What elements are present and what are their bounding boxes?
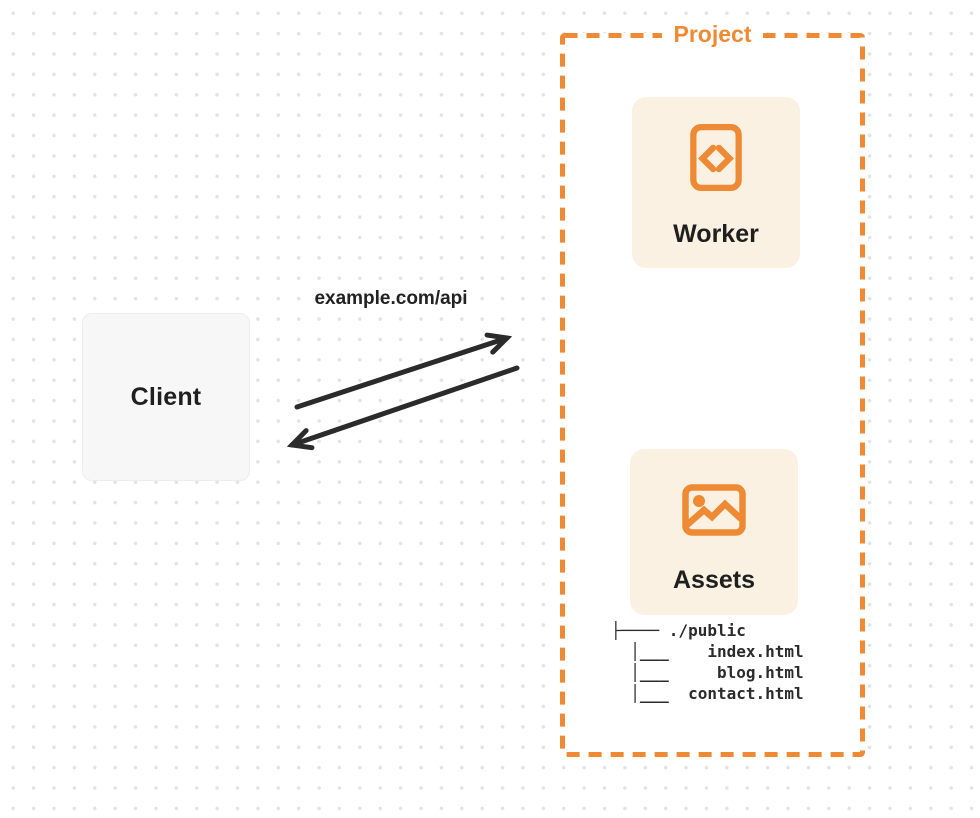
worker-node: Worker [632, 97, 800, 268]
request-response-arrows [270, 320, 520, 460]
client-node: Client [82, 313, 250, 481]
image-icon [682, 484, 746, 536]
project-label: Project [661, 20, 764, 48]
project-group: Project Worker Assets ├──── ./public │__… [560, 20, 865, 757]
sun-dot [693, 495, 705, 507]
project-dashed-border [560, 33, 865, 757]
assets-label: Assets [673, 566, 755, 594]
response-arrow [292, 365, 520, 445]
worker-label: Worker [673, 220, 759, 248]
assets-node: Assets [630, 449, 798, 615]
code-file-icon [690, 123, 742, 192]
request-url-label: example.com/api [314, 288, 468, 309]
client-label: Client [130, 382, 202, 411]
request-arrow [294, 338, 507, 410]
assets-file-tree: ├──── ./public │___ index.html │___ blog… [611, 621, 804, 703]
